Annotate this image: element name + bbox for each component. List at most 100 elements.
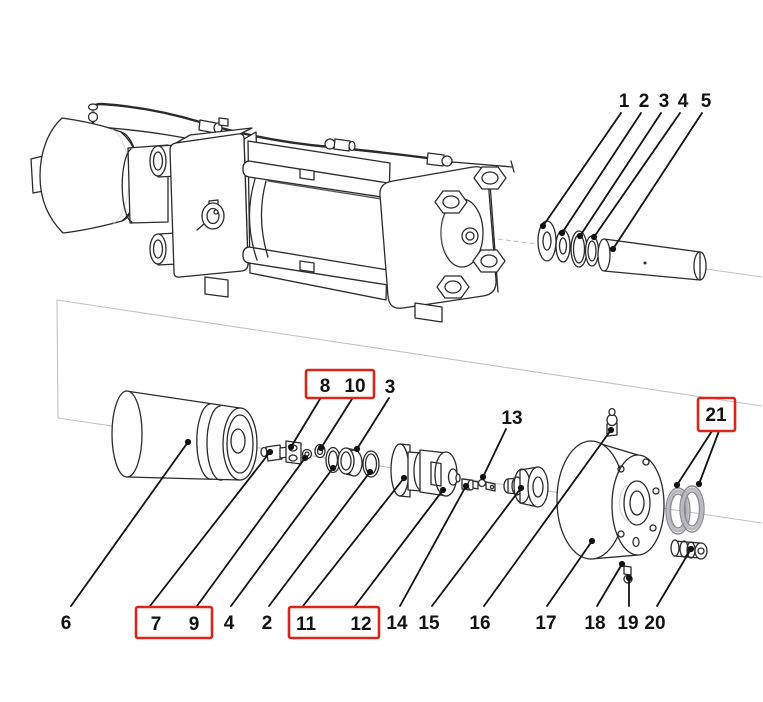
sleeve-part-3 [337, 447, 363, 477]
callout-label-21: 21 [705, 405, 727, 426]
callout-dot-12 [439, 486, 447, 494]
callout-leader-3 [579, 112, 662, 237]
callout-label-2: 2 [639, 91, 650, 112]
callout-leader-3 [356, 397, 390, 450]
callout-dot-20 [687, 545, 695, 553]
mounting-foot [414, 302, 443, 323]
callout-dot-21 [695, 480, 703, 488]
seal-ring-part-9 [301, 448, 313, 460]
washer-part-1 [537, 220, 557, 262]
tie-rod-nut [473, 166, 507, 190]
callout-label-7: 7 [151, 614, 162, 635]
callout-dot-15 [517, 484, 525, 492]
callout-leader-16 [483, 429, 612, 607]
callout-dot-11 [400, 474, 408, 482]
tie-rod-nut [436, 275, 470, 299]
callout-dot-1 [539, 222, 547, 230]
callout-dot-6 [184, 438, 192, 446]
callout-dot-14 [462, 482, 470, 490]
callout-dot-21 [673, 481, 681, 489]
callout-label-11: 11 [296, 614, 317, 635]
callout-label-9: 9 [189, 614, 200, 635]
ball-part-13 [477, 478, 496, 492]
highlight-box-8-10 [304, 368, 376, 400]
callout-label-12: 12 [350, 614, 371, 635]
head-plate [379, 166, 507, 309]
callout-label-16: 16 [469, 613, 490, 634]
callout-dot-4 [329, 464, 337, 472]
callout-leader-15 [431, 487, 522, 607]
piston-part-11-12 [390, 443, 461, 498]
callout-label-19: 19 [617, 613, 638, 634]
callout-label-1: 1 [619, 91, 630, 112]
callout-label-13: 13 [501, 408, 522, 429]
callout-dot-8 [287, 443, 295, 451]
exploded-parts-drawing [111, 390, 708, 584]
callout-dot-3 [576, 232, 584, 240]
callout-label-4: 4 [678, 91, 689, 112]
callout-label-18: 18 [584, 613, 605, 634]
callout-dot-2 [558, 229, 566, 237]
highlight-box-11-12 [287, 605, 381, 640]
callout-label-4: 4 [224, 613, 235, 634]
callout-dot-3 [353, 445, 361, 453]
callout-dot-7 [266, 448, 274, 456]
highlight-box-21 [696, 396, 737, 433]
hydraulic-tube [87, 102, 515, 173]
callout-label-20: 20 [644, 613, 665, 634]
o-ring-part-2 [362, 450, 380, 478]
mounting-foot [204, 276, 229, 298]
callout-leader-13 [482, 428, 507, 478]
machine-assembly-drawing [30, 102, 515, 323]
end-cap-part-17 [556, 440, 665, 560]
callout-label-8: 8 [320, 376, 331, 397]
highlight-box-7-9 [134, 605, 214, 640]
callout-dot-17 [588, 537, 596, 545]
callout-leader-10 [320, 398, 353, 449]
coupling-part-15 [503, 466, 549, 508]
callout-label-15: 15 [418, 613, 440, 634]
callout-label-5: 5 [701, 91, 712, 112]
callout-dot-5 [609, 245, 617, 253]
rod-and-washers-drawing [537, 220, 707, 281]
callout-leader-17 [546, 540, 593, 607]
callout-label-3: 3 [385, 377, 396, 398]
callout-leader-4 [230, 467, 334, 607]
callout-leader-8 [290, 398, 321, 448]
o-rings-part-21 [665, 485, 705, 535]
callout-leader-14 [399, 485, 467, 607]
cylinder-body [242, 140, 395, 301]
callout-leader-12 [354, 489, 444, 607]
tie-rod-nut [434, 190, 468, 214]
callout-leader-11 [302, 477, 405, 607]
callout-dot-18 [618, 560, 626, 568]
washer-part-2 [555, 229, 571, 263]
callout-leader-7 [149, 451, 271, 607]
accumulator-drum [39, 117, 140, 234]
callout-label-3: 3 [659, 91, 670, 112]
callout-leader-2 [561, 112, 642, 234]
callout-leader-2 [268, 471, 371, 607]
callout-dot-2 [366, 468, 374, 476]
callout-leader-21 [676, 430, 713, 486]
callout-leader-18 [596, 563, 623, 607]
callout-leader-20 [656, 548, 692, 607]
callout-label-14: 14 [386, 613, 408, 634]
callout-dot-4 [590, 233, 598, 241]
ring-part-4 [584, 235, 600, 267]
callout-label-6: 6 [61, 613, 72, 634]
callout-leader-4 [593, 112, 681, 238]
callout-label-2: 2 [262, 613, 273, 634]
callout-leader-6 [70, 441, 189, 607]
piston-rod-part-5 [597, 238, 707, 281]
callout-label-10: 10 [344, 376, 365, 397]
cylinder-part-6 [111, 390, 258, 481]
callout-leader-5 [612, 112, 703, 250]
callout-dot-10 [317, 444, 325, 452]
callout-dot-16 [607, 426, 615, 434]
callout-dot-13 [479, 473, 487, 481]
callout-leader-9 [196, 457, 306, 607]
